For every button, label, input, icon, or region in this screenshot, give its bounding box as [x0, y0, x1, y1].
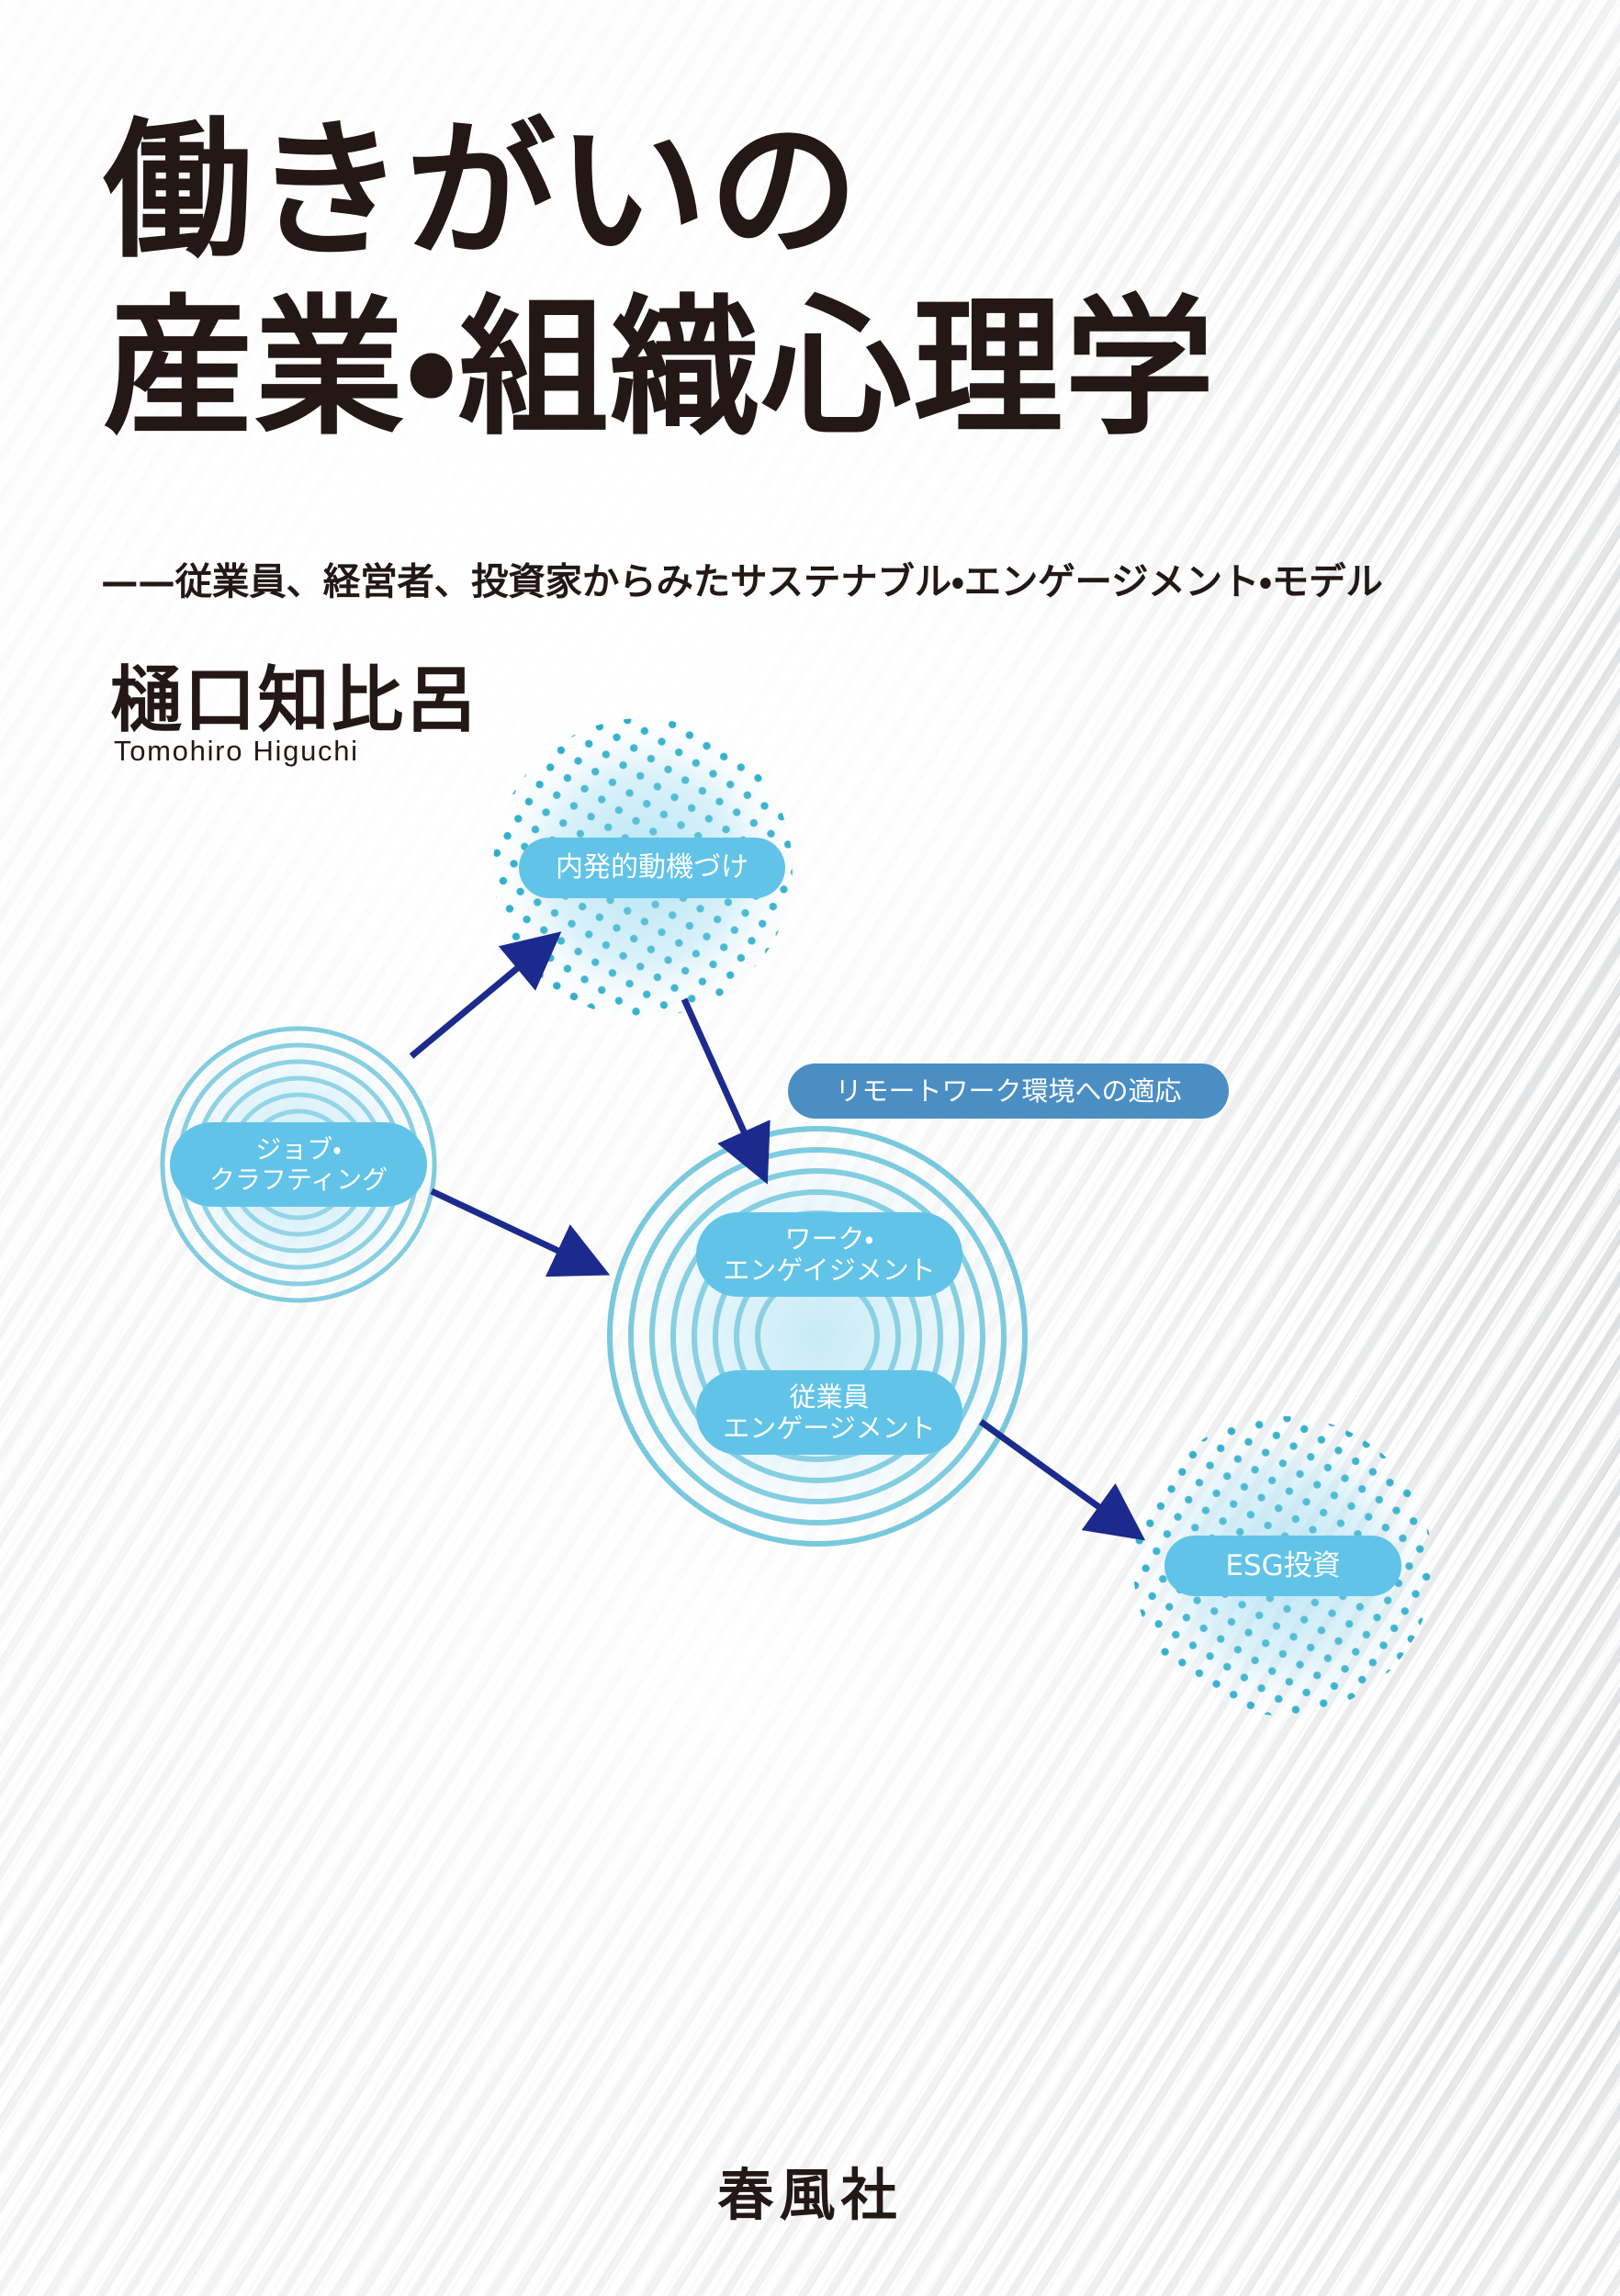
diagram-node-esg: ESG投資	[1164, 1536, 1401, 1596]
arrow-jobcrafting-to-intrinsic	[409, 931, 562, 1059]
publisher-name: 春風社	[717, 2163, 903, 2228]
title-line-2: 産業・組織心理学	[103, 280, 1217, 456]
arrow-intrinsic-to-work	[681, 997, 771, 1185]
arrow-employee-to-esg	[978, 1419, 1146, 1541]
diagram-node-jobcrafting: ジョブ・ クラフティング	[170, 1122, 427, 1207]
diagram-node-work_engage: ワーク・ エンゲイジメント	[696, 1212, 962, 1297]
title-block: 働きがいの 産業・組織心理学	[103, 116, 1517, 443]
diagram-node-remote: リモートワーク環境への適応	[788, 1064, 1229, 1119]
title-line-1: 働きがいの	[103, 103, 861, 278]
diagram-arrows	[409, 931, 1146, 1541]
subtitle: ——従業員、経営者、投資家からみたサステナブル・エンゲージメント・モデル	[101, 559, 1383, 603]
author-name-en: Tomohiro Higuchi	[114, 735, 359, 767]
author-name-jp: 樋口知比呂	[110, 658, 479, 742]
diagram-node-intrinsic: 内発的動機づけ	[519, 838, 785, 898]
arrow-jobcrafting-to-work	[430, 1187, 611, 1277]
diagram-node-employee_engage: 従業員 エンゲージメント	[696, 1370, 962, 1455]
node-graphic-engagement-rings	[599, 1118, 1036, 1555]
